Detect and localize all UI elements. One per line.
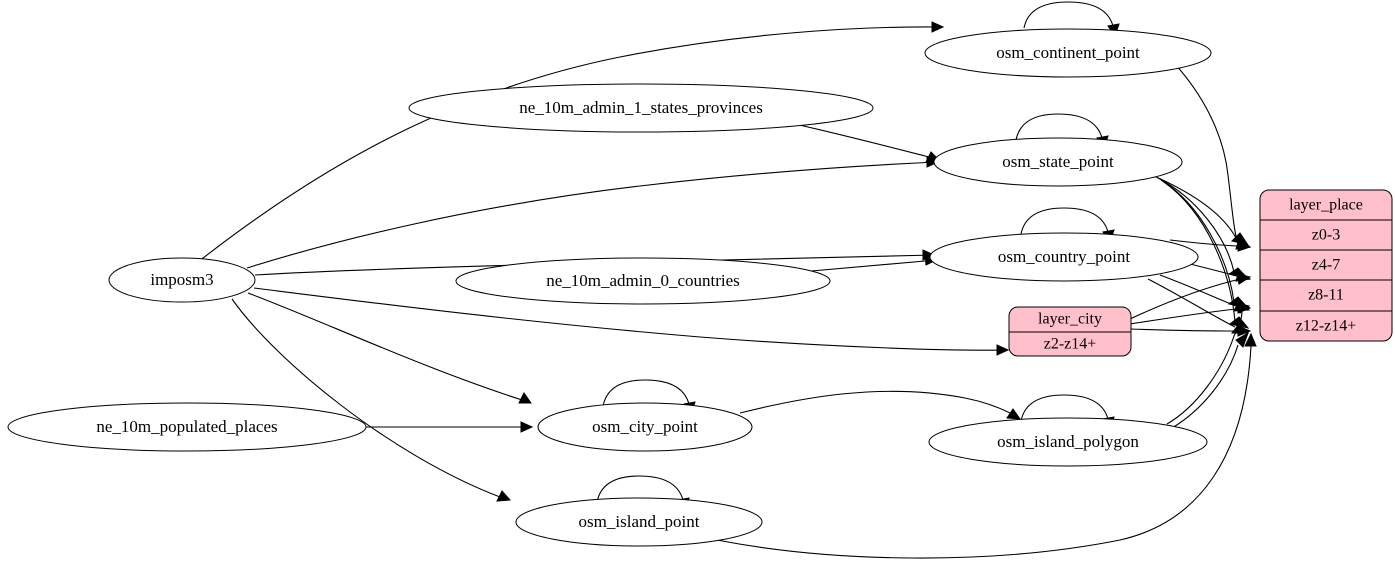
- node-imposm3-label: imposm3: [150, 270, 213, 289]
- edge-imposm3-to-osm-state-point: [246, 156, 940, 269]
- layer-place-row-z12-z14[interactable]: z12-z14+: [1296, 318, 1357, 335]
- node-osm-island-polygon-label: osm_island_polygon: [997, 432, 1139, 451]
- layer-city-title: layer_city: [1038, 311, 1102, 328]
- edge-osm-city-point-to-osm-island-polygon: [739, 390, 1022, 420]
- node-osm-state-point-label: osm_state_point: [1002, 152, 1114, 171]
- node-osm-city-point[interactable]: osm_city_point: [537, 402, 753, 452]
- node-ne-10m-admin-0-countries[interactable]: ne_10m_admin_0_countries: [455, 257, 831, 305]
- node-osm-island-polygon[interactable]: osm_island_polygon: [928, 417, 1208, 467]
- node-layer-city[interactable]: layer_city z2-z14+: [1008, 306, 1132, 357]
- node-osm-country-point-label: osm_country_point: [998, 247, 1130, 266]
- node-osm-island-point-label: osm_island_point: [579, 512, 700, 531]
- edge-osm-island-polygon-to-layer-place-z8-11: [1166, 302, 1251, 425]
- edge-imposm3-to-osm-island-point: [231, 298, 512, 502]
- node-osm-island-point[interactable]: osm_island_point: [515, 497, 763, 547]
- node-layer: imposm3 ne_10m_admin_1_states_provinces …: [7, 28, 1393, 547]
- node-layer-place[interactable]: layer_place z0-3 z4-7 z8-11 z12-z14+: [1259, 189, 1393, 342]
- layer-place-title: layer_place: [1289, 197, 1363, 214]
- node-ne-populated-label: ne_10m_populated_places: [96, 417, 277, 436]
- edge-layer-city-to-layer-place-z4-7: [1129, 273, 1252, 320]
- node-osm-continent-point-label: osm_continent_point: [996, 43, 1140, 62]
- edge-ne-populated-to-osm-city-point: [366, 421, 534, 433]
- node-ne-10m-populated-places[interactable]: ne_10m_populated_places: [7, 402, 367, 452]
- layer-place-row-z4-7[interactable]: z4-7: [1312, 257, 1340, 274]
- edge-imposm3-to-osm-continent-point: [197, 21, 945, 263]
- layer-place-row-z0-3[interactable]: z0-3: [1312, 227, 1340, 244]
- node-ne-10m-admin-1-states-provinces[interactable]: ne_10m_admin_1_states_provinces: [408, 83, 874, 133]
- edge-osm-country-point-to-layer-place-z0-3: [1169, 239, 1252, 252]
- edge-imposm3-to-layer-city: [253, 287, 1010, 356]
- node-osm-state-point[interactable]: osm_state_point: [933, 137, 1183, 187]
- edge-layer-city-to-layer-place-z8-11: [1129, 302, 1252, 325]
- edge-imposm3-to-osm-city-point: [247, 292, 532, 404]
- node-osm-country-point[interactable]: osm_country_point: [929, 232, 1199, 282]
- node-ne-countries-label: ne_10m_admin_0_countries: [546, 271, 740, 290]
- edge-layer-city-to-layer-place-z12-z14: [1129, 325, 1252, 337]
- edge-osm-island-polygon-to-layer-place-z12-z14: [1171, 331, 1249, 429]
- layer-place-row-z8-11[interactable]: z8-11: [1308, 287, 1344, 304]
- node-osm-city-point-label: osm_city_point: [592, 417, 698, 436]
- node-ne-states-label: ne_10m_admin_1_states_provinces: [519, 98, 763, 117]
- node-imposm3[interactable]: imposm3: [108, 257, 256, 303]
- node-osm-continent-point[interactable]: osm_continent_point: [924, 28, 1212, 78]
- edge-osm-continent-point-to-layer-place-z0-3: [1174, 63, 1252, 250]
- layer-city-row-z2-z14[interactable]: z2-z14+: [1044, 336, 1097, 353]
- edge-ne-states-to-osm-state-point: [785, 121, 941, 163]
- edge-osm-island-point-to-layer-place-z12-z14: [716, 332, 1257, 559]
- edge-osm-state-point-to-layer-place-z0-3: [1153, 175, 1250, 246]
